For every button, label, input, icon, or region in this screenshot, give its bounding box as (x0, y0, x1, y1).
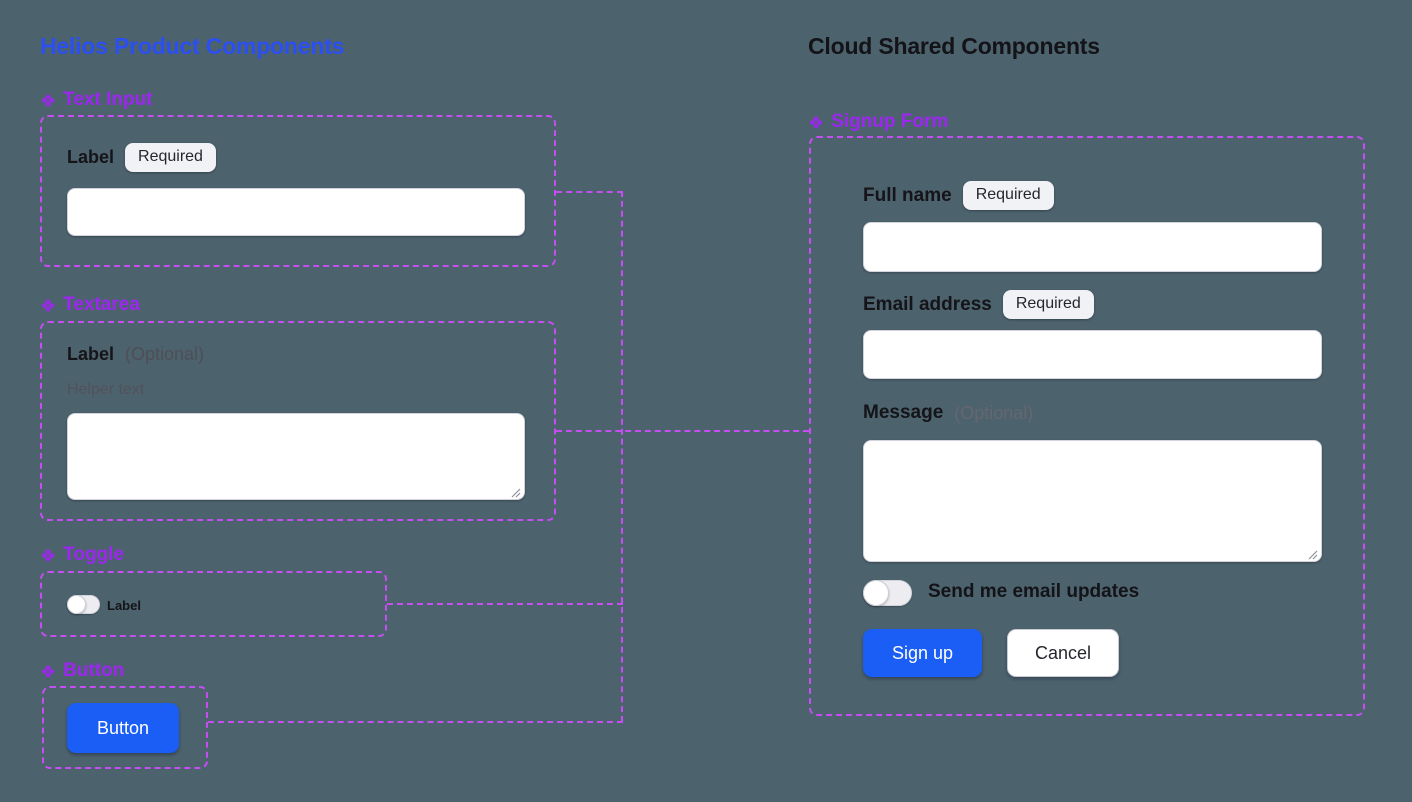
optional-tag: (Optional) (125, 344, 205, 364)
component-label-text: Signup Form (831, 111, 949, 132)
toggle-knob (67, 595, 86, 614)
message-label-row: Message (Optional) (863, 402, 1033, 424)
field-label: Label (67, 147, 115, 167)
toggle-label-row: Label (107, 598, 141, 613)
toggle-label: Label (107, 598, 141, 613)
optional-tag: (Optional) (954, 402, 1034, 423)
text-input-label-row: Label Required (67, 143, 216, 172)
helper-text: Helper text (67, 381, 145, 398)
frame-button (42, 686, 208, 769)
required-badge: Required (962, 181, 1054, 210)
required-badge: Required (125, 143, 216, 172)
full-name-input[interactable] (863, 222, 1322, 272)
component-label-text-input: ❖ Text Input (40, 89, 153, 111)
connector-trunk (621, 191, 623, 722)
email-updates-toggle[interactable] (863, 580, 912, 606)
component-diamond-icon: ❖ (40, 296, 57, 316)
connector-toggle (387, 603, 623, 605)
component-label-text: Textarea (63, 294, 140, 315)
sign-up-button[interactable]: Sign up (863, 629, 982, 677)
component-diamond-icon: ❖ (40, 662, 57, 682)
email-updates-label-row: Send me email updates (928, 581, 1139, 603)
connector-textarea (556, 430, 809, 432)
component-label-button: ❖ Button (40, 660, 124, 682)
full-name-label-row: Full name Required (863, 181, 1054, 210)
component-diamond-icon: ❖ (40, 546, 57, 566)
sample-button[interactable]: Button (67, 703, 179, 753)
field-label: Email address (863, 293, 992, 315)
text-input-field[interactable] (67, 188, 525, 236)
component-label-text: Text Input (63, 89, 153, 110)
connector-text-input (556, 191, 623, 193)
toggle-switch[interactable] (67, 595, 100, 614)
component-label-text: Button (63, 660, 125, 681)
frame-toggle (40, 571, 387, 637)
component-diamond-icon: ❖ (40, 91, 57, 111)
field-label: Full name (863, 184, 952, 206)
textarea-label-row: Label (Optional) (67, 344, 204, 365)
field-label: Message (863, 402, 944, 423)
message-textarea[interactable] (863, 440, 1322, 562)
component-label-toggle: ❖ Toggle (40, 544, 124, 566)
frame-text-input (40, 115, 556, 267)
email-updates-label: Send me email updates (928, 581, 1140, 602)
component-label-text: Toggle (63, 544, 124, 565)
component-diamond-icon: ❖ (808, 113, 825, 133)
frame-signup-form (809, 136, 1365, 716)
component-label-textarea: ❖ Textarea (40, 294, 140, 316)
textarea-field[interactable] (67, 413, 525, 500)
left-section-title: Helios Product Components (40, 33, 345, 59)
cancel-button[interactable]: Cancel (1007, 629, 1119, 677)
component-label-signup-form: ❖ Signup Form (808, 111, 948, 133)
connector-button (208, 721, 623, 723)
email-input[interactable] (863, 330, 1322, 379)
required-badge: Required (1002, 290, 1094, 319)
toggle-knob (863, 580, 889, 606)
email-label-row: Email address Required (863, 290, 1094, 319)
field-label: Label (67, 344, 115, 364)
right-section-title: Cloud Shared Components (808, 33, 1100, 59)
frame-textarea (40, 321, 556, 521)
